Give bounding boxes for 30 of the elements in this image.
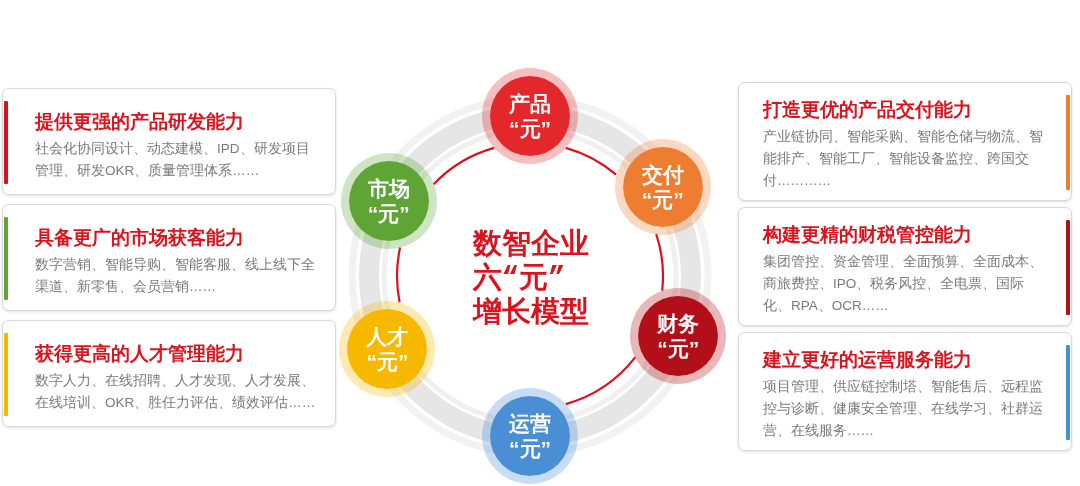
card-heading: 建立更好的运营服务能力 bbox=[763, 348, 973, 372]
capability-card bbox=[2, 320, 336, 427]
card-heading: 提供更强的产品研发能力 bbox=[35, 110, 245, 134]
circle-label: 市场“元” bbox=[366, 175, 411, 226]
circle-label: 运营“元” bbox=[508, 411, 552, 461]
capability-card bbox=[738, 332, 1072, 451]
card-heading: 具备更广的市场获客能力 bbox=[35, 226, 245, 250]
connector-arc bbox=[432, 146, 495, 185]
card-heading: 构建更精的财税管控能力 bbox=[763, 223, 973, 247]
connector-arc bbox=[395, 247, 402, 303]
circle-label: 财务“元” bbox=[656, 310, 701, 361]
card-heading: 获得更高的人才管理能力 bbox=[35, 342, 245, 366]
capability-card bbox=[738, 82, 1072, 201]
circle-label: 人才“元” bbox=[365, 323, 410, 374]
capability-card bbox=[2, 88, 336, 195]
diagram-title: 数智企业六“元”增长模型 bbox=[472, 229, 590, 331]
connector-arc bbox=[565, 146, 617, 176]
capability-card bbox=[738, 207, 1072, 326]
card-text: 产业链协同、智能采购、智能仓储与物流、智能排产、智能工厂、智能设备监控、跨国交付………… bbox=[763, 128, 1044, 190]
card-heading: 打造更优的产品交付能力 bbox=[763, 98, 973, 122]
card-text: 数字营销、智能导购、智能客服、线上线下全渠道、新零售、会员营销…… bbox=[35, 256, 316, 296]
connector-arc bbox=[655, 233, 665, 291]
card-text: 社会化协同设计、动态建模、IPD、研发项目管理、研发OKR、质量管理体系…… bbox=[35, 140, 311, 180]
circle-label: 交付“元” bbox=[640, 161, 685, 212]
circle-label: 产品“元” bbox=[508, 91, 552, 141]
capability-card bbox=[2, 204, 336, 311]
card-text: 集团管控、资金管理、全面预算、全面成本、商旅费控、IPO、税务风控、全电票、国际化、RPA、OCR…… bbox=[763, 253, 1044, 315]
card-text: 数字人力、在线招聘、人才发现、人才发展、在线培训、OKR、胜任力评估、绩效评估…… bbox=[35, 372, 317, 412]
connector-arc bbox=[565, 356, 637, 406]
card-text: 项目管理、供应链控制塔、智能售后、远程监控与诊断、健康安全管理、在线学习、社群运营、在线服务…… bbox=[763, 378, 1044, 440]
